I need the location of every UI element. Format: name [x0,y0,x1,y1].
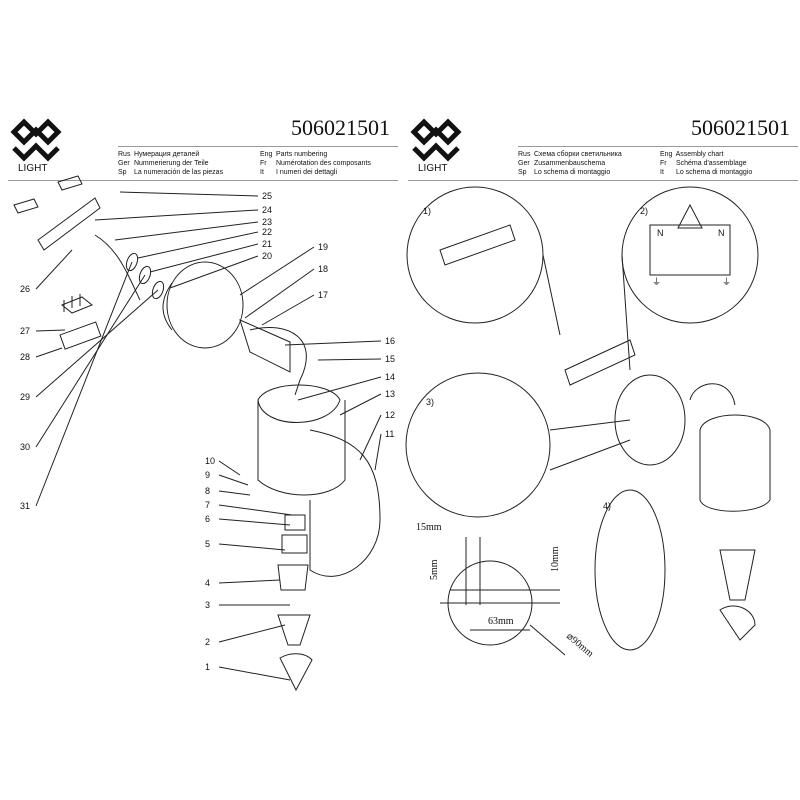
step-3-label: 3) [426,397,434,407]
part-number-24: 24 [262,205,272,215]
leader-line-1 [218,666,291,681]
leader-line-11 [374,433,382,471]
left-header: LIGHT 506021501 Rus Нумерация деталей Ge… [8,112,398,181]
part-number-29: 29 [20,392,30,402]
terminal-ground-left: ⏚ [652,277,661,287]
step-2-label: 2) [640,206,648,216]
leader-line-24 [94,209,259,221]
exploded-parts-drawing [13,175,381,692]
dim-hole-spacing: 15mm [416,522,442,533]
step-4-label: 4) [603,501,611,511]
step-labels: 1) 2) 3) 4) N N ⏚ ⏚ [423,206,731,511]
part-number-5: 5 [205,539,210,549]
leader-line-25 [119,191,259,197]
assembly-steps-drawing [405,186,771,656]
product-code: 506021501 [291,115,390,140]
part-number-11: 11 [385,429,394,439]
part-number-13: 13 [385,389,395,399]
part-number-labels: 1234567891011121314151617181920212223242… [20,191,395,672]
title-list-2: Eng Assembly chart Fr Schéma d'assemblag… [660,151,753,176]
part-number-23: 23 [262,217,272,227]
right-header: LIGHT 506021501 Rus Схема сборки светиль… [408,112,798,181]
title-list-1: Rus Нумерация деталей Ger Nummerierung d… [118,151,224,176]
mw-logo-icon [10,118,62,162]
leader-line-13 [339,393,382,416]
part-number-20: 20 [262,251,272,261]
leader-line-18 [244,268,315,319]
dim-offset-left: 5mm [429,559,440,580]
leader-line-29 [35,289,159,398]
part-number-19: 19 [318,242,328,252]
part-number-3: 3 [205,600,210,610]
part-number-6: 6 [205,514,210,524]
product-code: 506021501 [691,115,790,140]
part-number-14: 14 [385,372,395,382]
leader-line-21 [149,243,259,273]
leader-line-31 [35,261,133,507]
part-number-15: 15 [385,354,395,364]
leader-line-30 [35,274,146,448]
terminal-n-left: N [657,228,664,238]
part-number-16: 16 [385,336,395,346]
leader-line-15 [317,358,382,361]
leader-line-16 [284,340,382,346]
part-number-30: 30 [20,442,30,452]
part-number-27: 27 [20,326,30,336]
leader-line-26 [35,249,73,290]
part-number-2: 2 [205,637,210,647]
leader-line-17 [261,294,315,326]
leader-line-2 [218,624,286,643]
part-number-10: 10 [205,456,215,466]
dim-offset-right: 10mm [550,546,561,572]
leader-line-23 [114,221,259,241]
part-number-12: 12 [385,410,395,420]
part-number-25: 25 [262,191,272,201]
part-number-26: 26 [20,284,30,294]
terminal-n-right: N [718,228,725,238]
dimension-labels: 15mm 5mm 10mm 63mm ⌀90mm [416,522,596,660]
part-number-22: 22 [262,227,272,237]
leader-line-14 [297,376,382,401]
title-list-2: Eng Parts numbering Fr Numérotation des … [260,151,371,176]
logo-text: LIGHT [418,163,448,174]
leader-line-27 [35,329,66,332]
leader-line-19 [239,246,315,296]
leader-line-9 [218,474,249,486]
part-number-9: 9 [205,470,210,480]
part-number-21: 21 [262,239,272,249]
leader-line-4 [218,579,281,584]
mw-logo-icon [410,118,462,162]
part-number-28: 28 [20,352,30,362]
leader-line-12 [359,414,382,461]
leader-line-6 [218,518,291,526]
leader-line-28 [35,347,63,358]
leader-line-22 [137,231,259,259]
leader-lines [35,191,382,681]
part-number-18: 18 [318,264,328,274]
terminal-ground-right: ⏚ [722,277,731,287]
leader-line-8 [218,490,251,496]
leader-line-5 [218,543,286,551]
part-number-31: 31 [20,501,30,511]
dim-mount-distance: 63mm [488,616,514,627]
part-number-8: 8 [205,486,210,496]
logo-text: LIGHT [18,163,48,174]
step-1-label: 1) [423,206,431,216]
leader-line-10 [218,460,241,476]
title-list-1: Rus Схема сборки светильника Ger Zusamme… [518,151,622,176]
dim-diameter: ⌀90mm [564,631,595,660]
part-number-7: 7 [205,500,210,510]
part-number-17: 17 [318,290,328,300]
part-number-4: 4 [205,578,210,588]
leader-line-7 [218,504,293,516]
leader-line-20 [169,255,259,289]
part-number-1: 1 [205,662,210,672]
